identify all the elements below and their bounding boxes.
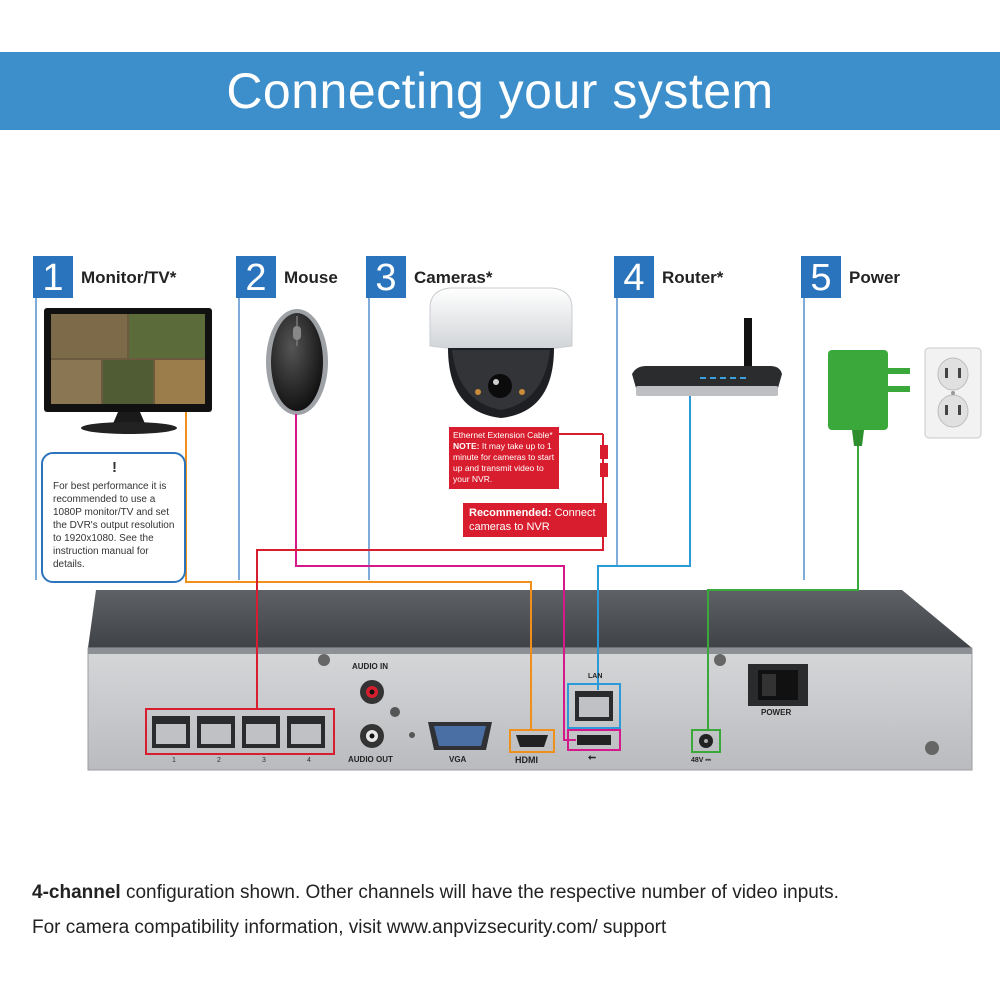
step-label: Router* bbox=[662, 268, 724, 287]
dc-input-highlight bbox=[691, 729, 721, 753]
footer-line-2: For camera compatibility information, vi… bbox=[32, 917, 667, 938]
cable-monitor bbox=[185, 412, 532, 730]
power-input-label: 48V ⎓ bbox=[691, 757, 711, 764]
step-number: 3 bbox=[366, 256, 406, 299]
warning-icon: ! bbox=[112, 459, 117, 476]
cables bbox=[185, 396, 859, 741]
step-label: Mouse bbox=[284, 268, 338, 287]
cable-mouse bbox=[295, 414, 576, 741]
screw-icon bbox=[318, 654, 330, 666]
camera-recommend-box: Recommended: Connect cameras to NVR bbox=[463, 503, 607, 537]
footer-text: configuration shown. Other channels will… bbox=[120, 882, 839, 903]
wall-outlet-icon bbox=[924, 347, 982, 439]
mouse-icon bbox=[266, 309, 328, 415]
power-adapter-icon bbox=[828, 350, 910, 446]
monitor-icon bbox=[44, 308, 212, 434]
poe-port-label: 3 bbox=[262, 757, 266, 764]
ground-icon bbox=[925, 741, 939, 755]
step-label: Monitor/TV* bbox=[81, 268, 177, 287]
step-number: 5 bbox=[801, 256, 841, 299]
cable-power bbox=[707, 446, 859, 730]
step-label: Cameras* bbox=[414, 268, 493, 287]
audio-out-label: AUDIO OUT bbox=[348, 755, 393, 764]
cable-router bbox=[597, 396, 691, 690]
monitor-note-text: For best performance it is recommended t… bbox=[53, 481, 175, 570]
camera-note-box: Ethernet Extension Cable* NOTE: It may t… bbox=[449, 427, 559, 489]
power-switch-label: POWER bbox=[761, 708, 792, 717]
step-number: 1 bbox=[33, 256, 73, 299]
poe-port-label: 1 bbox=[172, 757, 176, 764]
lan-label: LAN bbox=[588, 673, 603, 680]
camera-recommend-label: Recommended: bbox=[469, 507, 552, 519]
page-title: Connecting your system bbox=[0, 52, 1000, 130]
camera-recommend-text: Connect cameras to NVR bbox=[469, 507, 596, 533]
step-label: Power bbox=[849, 268, 901, 287]
camera-note-text: It may take up to 1 minute for cameras t… bbox=[453, 441, 555, 484]
hdmi-label: HDMI bbox=[515, 755, 538, 765]
audio-in-label: AUDIO IN bbox=[352, 662, 388, 671]
monitor-note: ! For best performance it is recommended… bbox=[41, 452, 186, 583]
poe-port-label: 4 bbox=[307, 757, 311, 764]
usb-icon: ⭠ bbox=[588, 752, 596, 763]
nvr-recorder bbox=[87, 590, 973, 771]
poe-port-label: 2 bbox=[217, 757, 221, 764]
vga-label: VGA bbox=[449, 755, 467, 764]
step-number: 4 bbox=[614, 256, 654, 299]
camera-note-label: NOTE: bbox=[453, 441, 480, 451]
cable-cameras bbox=[256, 434, 604, 709]
camera-note-title: Ethernet Extension Cable* bbox=[453, 430, 553, 440]
router-icon bbox=[632, 318, 782, 396]
poe-ports-highlight bbox=[145, 708, 335, 755]
step-number: 2 bbox=[236, 256, 276, 299]
cable-connector-icon bbox=[600, 463, 608, 477]
dome-camera-icon bbox=[429, 287, 573, 418]
footer-line-1: 4-channel configuration shown. Other cha… bbox=[32, 882, 839, 904]
guide-lines bbox=[35, 298, 805, 580]
screw-icon bbox=[714, 654, 726, 666]
cable-connector-icon bbox=[600, 445, 608, 459]
footer-bold: 4-channel bbox=[32, 882, 121, 903]
lan-highlight bbox=[567, 683, 621, 729]
